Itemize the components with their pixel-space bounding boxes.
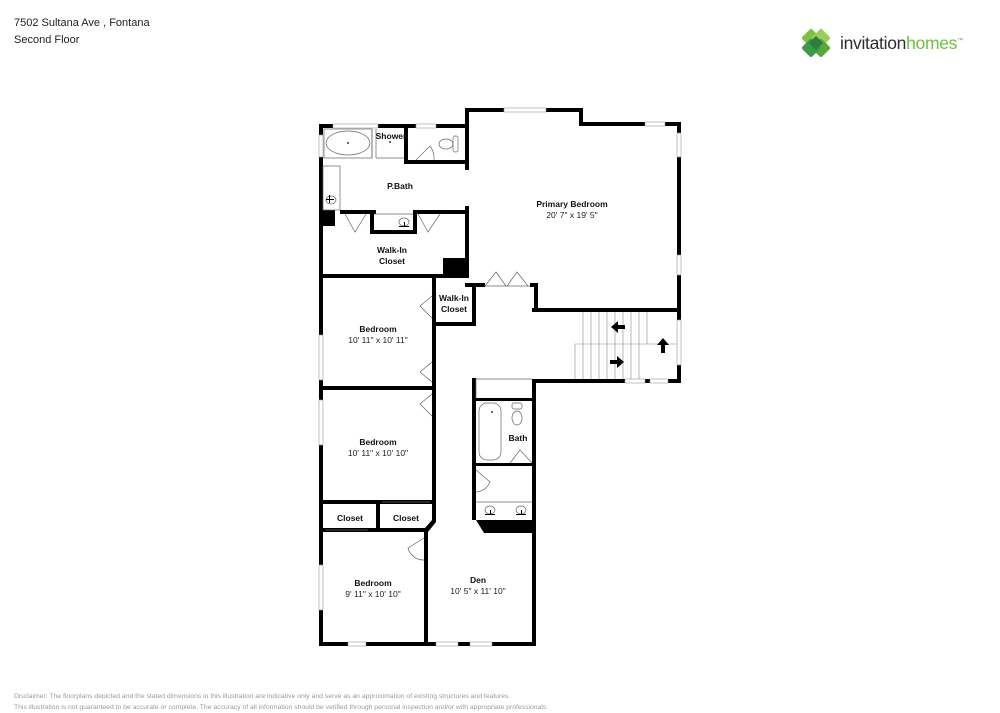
bedroom-1-dims: 10' 11" x 10' 11" [348, 335, 408, 345]
primary-bedroom-dims: 20' 7" x 19' 5" [546, 210, 597, 220]
arrow-right-icon [610, 356, 624, 368]
bedroom-2-label: Bedroom [359, 437, 397, 447]
property-address: 7502 Sultana Ave , Fontana [14, 17, 150, 29]
arrow-up-icon [657, 338, 669, 353]
bedroom-1-label: Bedroom [359, 324, 397, 334]
bath-label: Bath [509, 433, 528, 443]
disclaimer: Disclaimer: The floorplans depicted and … [14, 691, 548, 713]
shower-label: Shower [376, 131, 407, 141]
walk-in-closet-small-label-2: Closet [441, 304, 467, 314]
walk-in-closet-small-label-1: Walk-In [439, 293, 469, 303]
property-header: 7502 Sultana Ave , Fontana Second Floor [14, 15, 150, 49]
disclaimer-line-1: Disclaimer: The floorplans depicted and … [14, 693, 511, 700]
den-label: Den [470, 575, 486, 585]
primary-bedroom-label: Primary Bedroom [536, 199, 608, 209]
invitation-homes-logo: invitationhomes™ [798, 25, 963, 61]
walk-in-closet-primary-label-1: Walk-In [377, 245, 407, 255]
bedroom-3-dims: 9' 11" x 10' 10" [345, 589, 400, 599]
arrow-left-icon [611, 321, 625, 333]
floor-label: Second Floor [14, 34, 80, 46]
den-dims: 10' 5" x 11' 10" [450, 586, 505, 596]
closet-2-label: Closet [393, 513, 419, 523]
clover-logo-icon [801, 28, 831, 58]
bedroom-2-dims: 10' 11" x 10' 10" [348, 448, 408, 458]
closet-1-label: Closet [337, 513, 363, 523]
logo-word-homes: homes [906, 32, 958, 53]
bedroom-3-label: Bedroom [354, 578, 392, 588]
disclaimer-line-2: This illustration is not guaranteed to b… [14, 704, 549, 711]
logo-word-invitation: invitation [840, 32, 907, 53]
primary-bath-label: P.Bath [387, 181, 413, 191]
logo-wordmark: invitationhomes™ [840, 32, 963, 53]
walk-in-closet-primary-label-2: Closet [379, 256, 405, 266]
